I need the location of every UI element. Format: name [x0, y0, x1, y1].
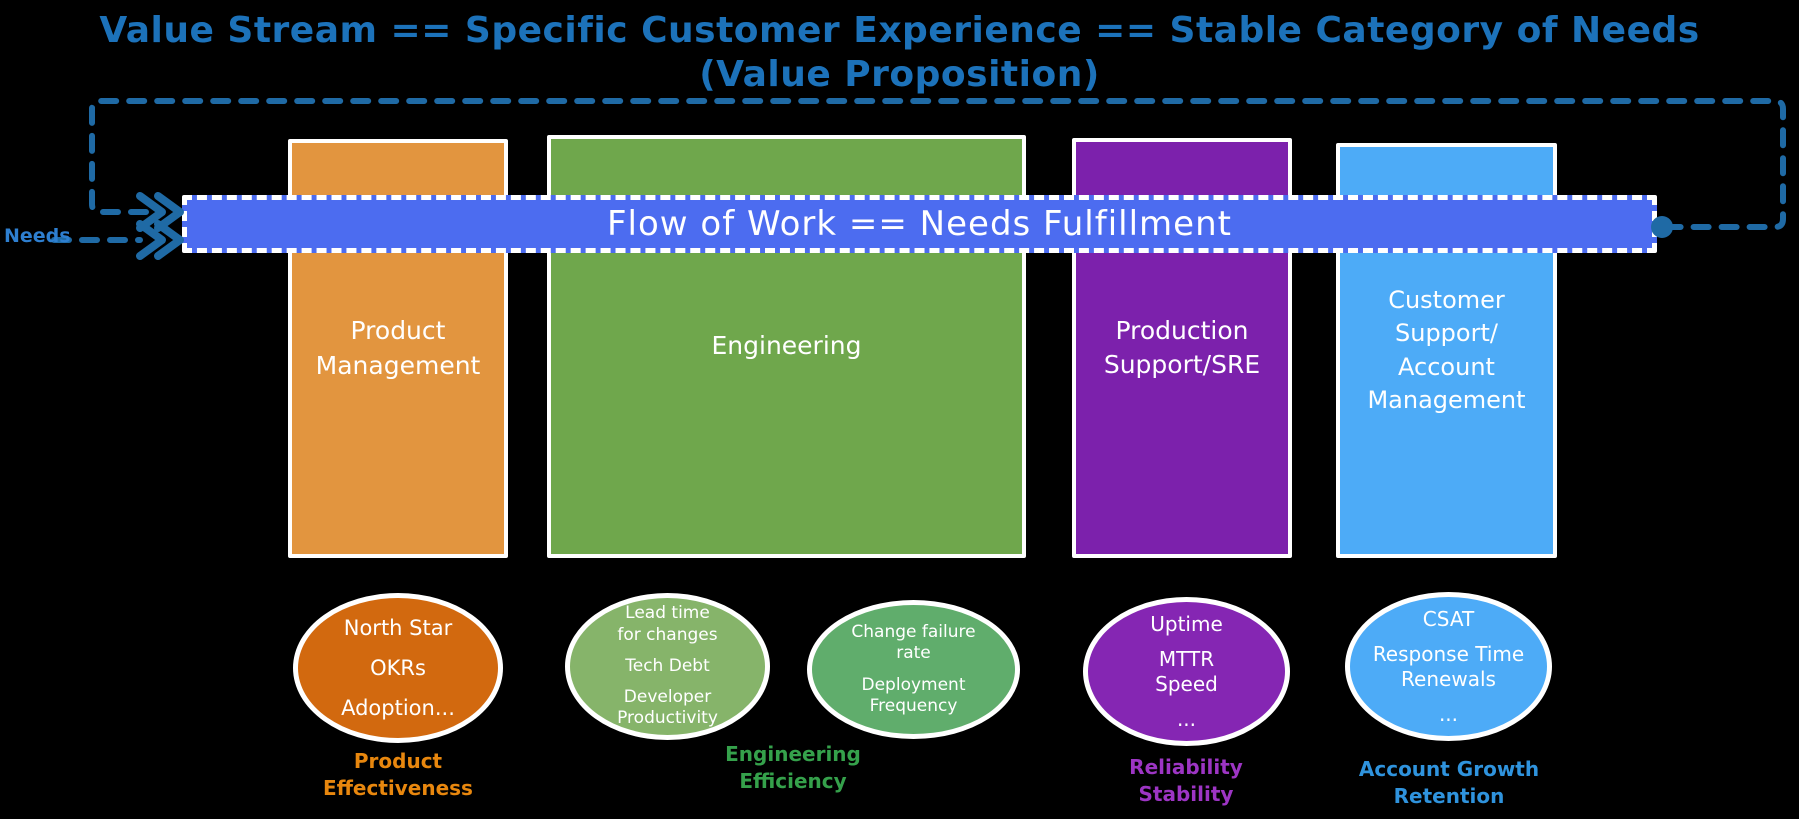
metric-item: Tech Debt [625, 655, 710, 676]
metric-item: Adoption... [341, 696, 455, 721]
metric-item: Deployment Frequency [861, 674, 966, 716]
flow-of-work-label: Flow of Work == Needs Fulfillment [607, 204, 1232, 244]
label-engineering-efficiency: Engineering Efficiency [725, 742, 861, 793]
metric-item: ... [1438, 701, 1459, 726]
diagram-title-line2: (Value Proposition) [699, 54, 1100, 95]
column-label: Engineering [711, 331, 862, 361]
needs-label: Needs [4, 225, 71, 247]
diagram-title-line1: Value Stream == Specific Customer Experi… [99, 10, 1700, 51]
arrowhead-icon [136, 220, 166, 260]
column-label: Customer Support/ Account Management [1367, 286, 1526, 414]
ellipse-engineering-metrics-1: Lead time for changes Tech Debt Develope… [565, 593, 770, 740]
ellipse-product-metrics: North Star OKRs Adoption... [293, 593, 503, 743]
label-account-growth-retention: Account Growth Retention [1358, 757, 1540, 808]
column-label: Production Support/SRE [1103, 315, 1261, 380]
metric-item: Change failure rate [851, 622, 976, 664]
metric-item: Uptime [1150, 611, 1223, 636]
column-label: Product Management [315, 316, 481, 380]
metric-item: ... [1176, 706, 1197, 731]
label-reliability-stability: Reliability Stability [1129, 755, 1243, 806]
arrowhead-icon [136, 192, 166, 232]
flow-of-work-bar: Flow of Work == Needs Fulfillment [182, 195, 1657, 253]
metric-item: North Star [343, 615, 453, 640]
metric-item: OKRs [370, 655, 426, 680]
ellipse-engineering-metrics-2: Change failure rate Deployment Frequency [807, 600, 1020, 739]
metric-item: Developer Productivity [617, 687, 718, 729]
arrowhead-icon [154, 220, 184, 260]
metric-item: CSAT [1422, 606, 1475, 631]
metric-item: Response Time Renewals [1372, 641, 1525, 691]
metric-item: MTTR Speed [1155, 646, 1218, 696]
label-product-effectiveness: Product Effectiveness [323, 749, 473, 800]
ellipse-reliability-metrics: Uptime MTTR Speed ... [1083, 597, 1290, 746]
arrowhead-icon [154, 192, 184, 232]
ellipse-account-metrics: CSAT Response Time Renewals ... [1345, 592, 1552, 741]
metric-item: Lead time for changes [617, 603, 718, 645]
